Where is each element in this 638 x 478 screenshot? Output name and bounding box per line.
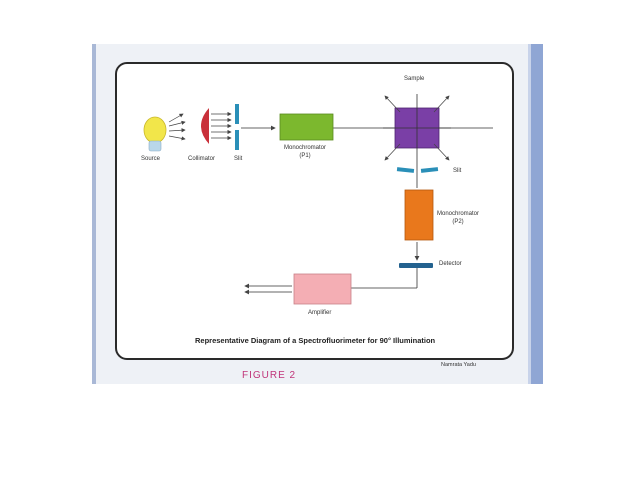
scan-right-border-inner (528, 44, 531, 384)
amplifier-box (293, 273, 352, 305)
slit-1-label: Slit (234, 156, 243, 162)
scan-left-border (92, 44, 96, 384)
detector-plate (399, 263, 433, 268)
monochromator-1-name: Monochromator (284, 145, 327, 151)
monochromator-1 (279, 113, 334, 141)
slit-2-label: Slit (453, 168, 462, 174)
source-rays (168, 113, 186, 141)
monochromator-2-label: Monochromator (P2) (437, 210, 479, 226)
detector-label: Detector (439, 261, 462, 267)
collimated-rays (211, 111, 232, 141)
emission-beam (351, 162, 420, 289)
slit-2 (396, 167, 439, 173)
monochromator-2 (404, 189, 434, 241)
sample-emission-arrows (384, 95, 450, 161)
monochromator-2-name: Monochromator (437, 211, 480, 217)
amplifier-label: Amplifier (308, 310, 332, 316)
diagram-frame: Source Collimator Slit Monochromator (P1… (115, 62, 514, 360)
light-source (143, 116, 167, 152)
source-label: Source (141, 156, 161, 162)
sample-label: Sample (404, 76, 425, 82)
slit-1 (235, 104, 239, 150)
author-credit: Namrata Yadu (441, 362, 476, 368)
output-signal (244, 283, 292, 295)
diagram-caption: Representative Diagram of a Spectrofluor… (195, 336, 436, 345)
spectrofluorimeter-diagram (143, 94, 493, 305)
collimator-label: Collimator (188, 156, 216, 162)
sample-cell (383, 94, 451, 162)
figure-label: FIGURE 2 (242, 370, 297, 381)
monochromator-1-label: Monochromator (P1) (284, 144, 326, 160)
monochromator-1-id: (P1) (299, 153, 311, 159)
monochromator-2-id: (P2) (452, 219, 464, 225)
scanned-figure: Source Collimator Slit Monochromator (P1… (92, 44, 543, 384)
scan-right-border (531, 44, 543, 384)
collimator-lens (201, 108, 209, 144)
